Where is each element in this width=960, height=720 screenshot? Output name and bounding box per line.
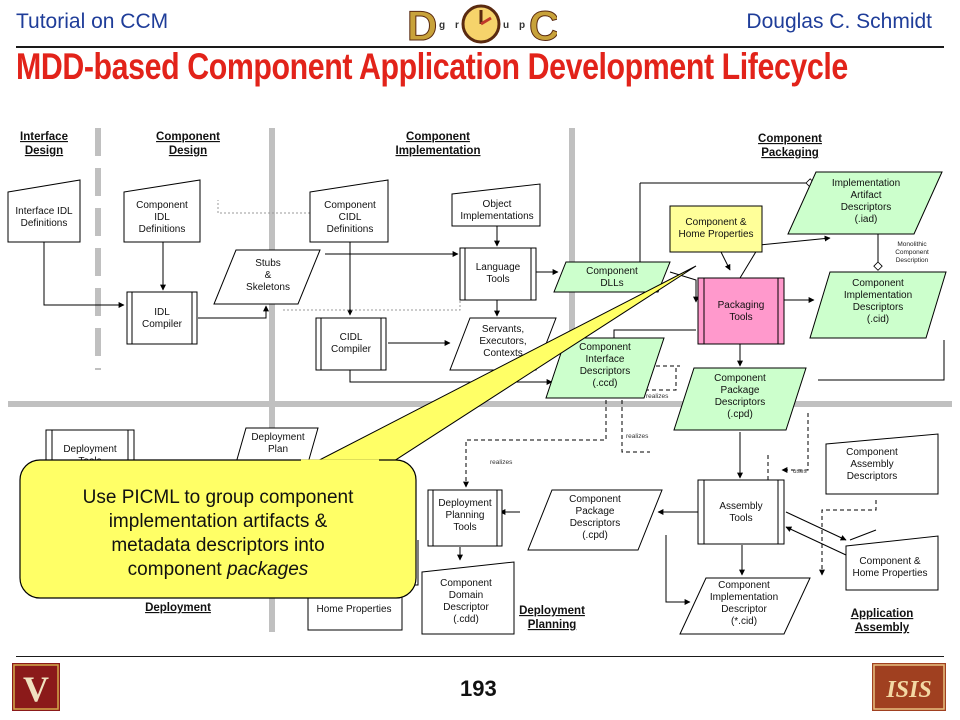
realizes-label-1: realizes <box>646 393 669 400</box>
svg-text:Component &Home Properties: Component &Home Properties <box>678 217 753 240</box>
callout-line-4-prefix: component <box>127 559 227 580</box>
svg-text:ISIS: ISIS <box>885 677 931 703</box>
svg-text:Stubs&Skeletons: Stubs&Skeletons <box>246 258 290 293</box>
callout-text: Use PICML to group component implementat… <box>22 473 414 595</box>
phase-deployment: Deployment <box>145 602 211 614</box>
uses-label: uses <box>793 468 807 475</box>
doc-group-logo: D C g r u p <box>405 2 557 46</box>
node-stubs-skeletons: Stubs&Skeletons <box>213 249 321 305</box>
callout-line-2: implementation artifacts & <box>108 511 328 532</box>
callout-line-4: component packages <box>83 558 354 582</box>
svg-text:Servants,Executors,Contexts: Servants,Executors,Contexts <box>479 324 526 359</box>
isis-logo: ISIS <box>872 663 946 711</box>
svg-text:g: g <box>439 20 445 31</box>
header-right-text: Douglas C. Schmidt <box>746 10 932 33</box>
realizes-label-2: realizes <box>626 433 649 440</box>
logo-letter-c: C <box>529 2 557 46</box>
slide-title: MDD-based Component Application Developm… <box>16 46 848 87</box>
realizes-label-3: realizes <box>490 459 513 466</box>
callout-bubble <box>19 265 697 599</box>
header-left-text: Tutorial on CCM <box>16 10 169 33</box>
page-number: 193 <box>460 676 497 701</box>
svg-text:Component &Home Properties: Component &Home Properties <box>852 556 927 579</box>
svg-text:V: V <box>23 669 49 709</box>
node-home-properties-bottom: Component &Home Properties <box>845 535 939 591</box>
svg-text:Home Properties: Home Properties <box>316 604 391 615</box>
svg-text:u: u <box>503 20 509 31</box>
callout-line-3: metadata descriptors into <box>111 535 325 556</box>
svg-text:r: r <box>455 20 459 31</box>
callout-line-1: Use PICML to group component <box>82 487 354 508</box>
logo-letter-d: D <box>407 2 437 46</box>
callout-line-4-emphasis: packages <box>226 559 309 580</box>
vanderbilt-logo: V <box>12 663 60 711</box>
header-rule <box>16 46 944 48</box>
svg-text:p: p <box>519 20 525 31</box>
footer-rule <box>16 656 944 657</box>
node-home-properties-top: Component &Home Properties <box>669 205 763 253</box>
